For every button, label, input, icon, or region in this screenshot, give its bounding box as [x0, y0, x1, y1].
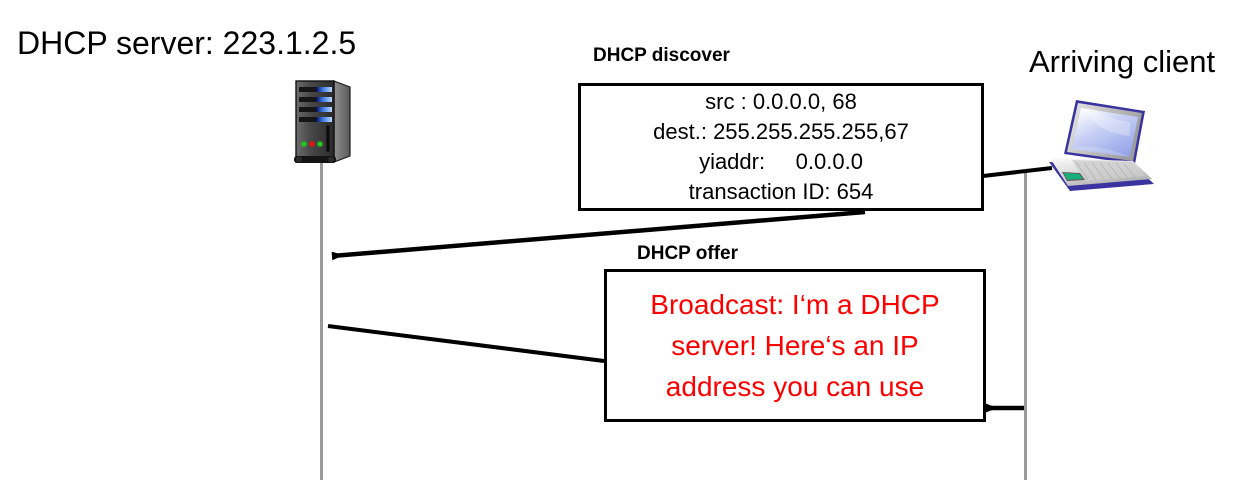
offer-line-1: Broadcast: I‘m a DHCP — [650, 289, 940, 320]
offer-heading: DHCP offer — [637, 243, 738, 264]
laptop-icon — [1049, 100, 1154, 191]
server-tower-icon — [294, 80, 351, 163]
discover-client-stub — [982, 166, 1053, 178]
discover-line-dest: dest.: 255.255.255.255,67 — [653, 119, 909, 144]
discover-heading: DHCP discover — [593, 45, 730, 66]
offer-line-3: address you can use — [665, 371, 925, 402]
client-title-label: Arriving client — [1029, 44, 1216, 79]
client-timeline — [1024, 172, 1027, 480]
discover-line-transaction-id: transaction ID: 654 — [688, 179, 874, 204]
offer-message-box: Broadcast: I‘m a DHCP server! Here‘s an … — [604, 269, 986, 422]
offer-line-2: server! Here‘s an IP — [671, 330, 919, 361]
discover-line-yiaddr: yiaddr: 0.0.0.0 — [699, 149, 863, 174]
discover-message-box: src : 0.0.0.0, 68 dest.: 255.255.255.255… — [578, 83, 984, 211]
offer-server-stub — [327, 324, 605, 363]
discover-line-src: src : 0.0.0.0, 68 — [705, 89, 857, 114]
discover-arrow — [331, 209, 866, 261]
server-title-label: DHCP server: 223.1.2.5 — [17, 25, 357, 61]
server-timeline — [320, 160, 323, 480]
